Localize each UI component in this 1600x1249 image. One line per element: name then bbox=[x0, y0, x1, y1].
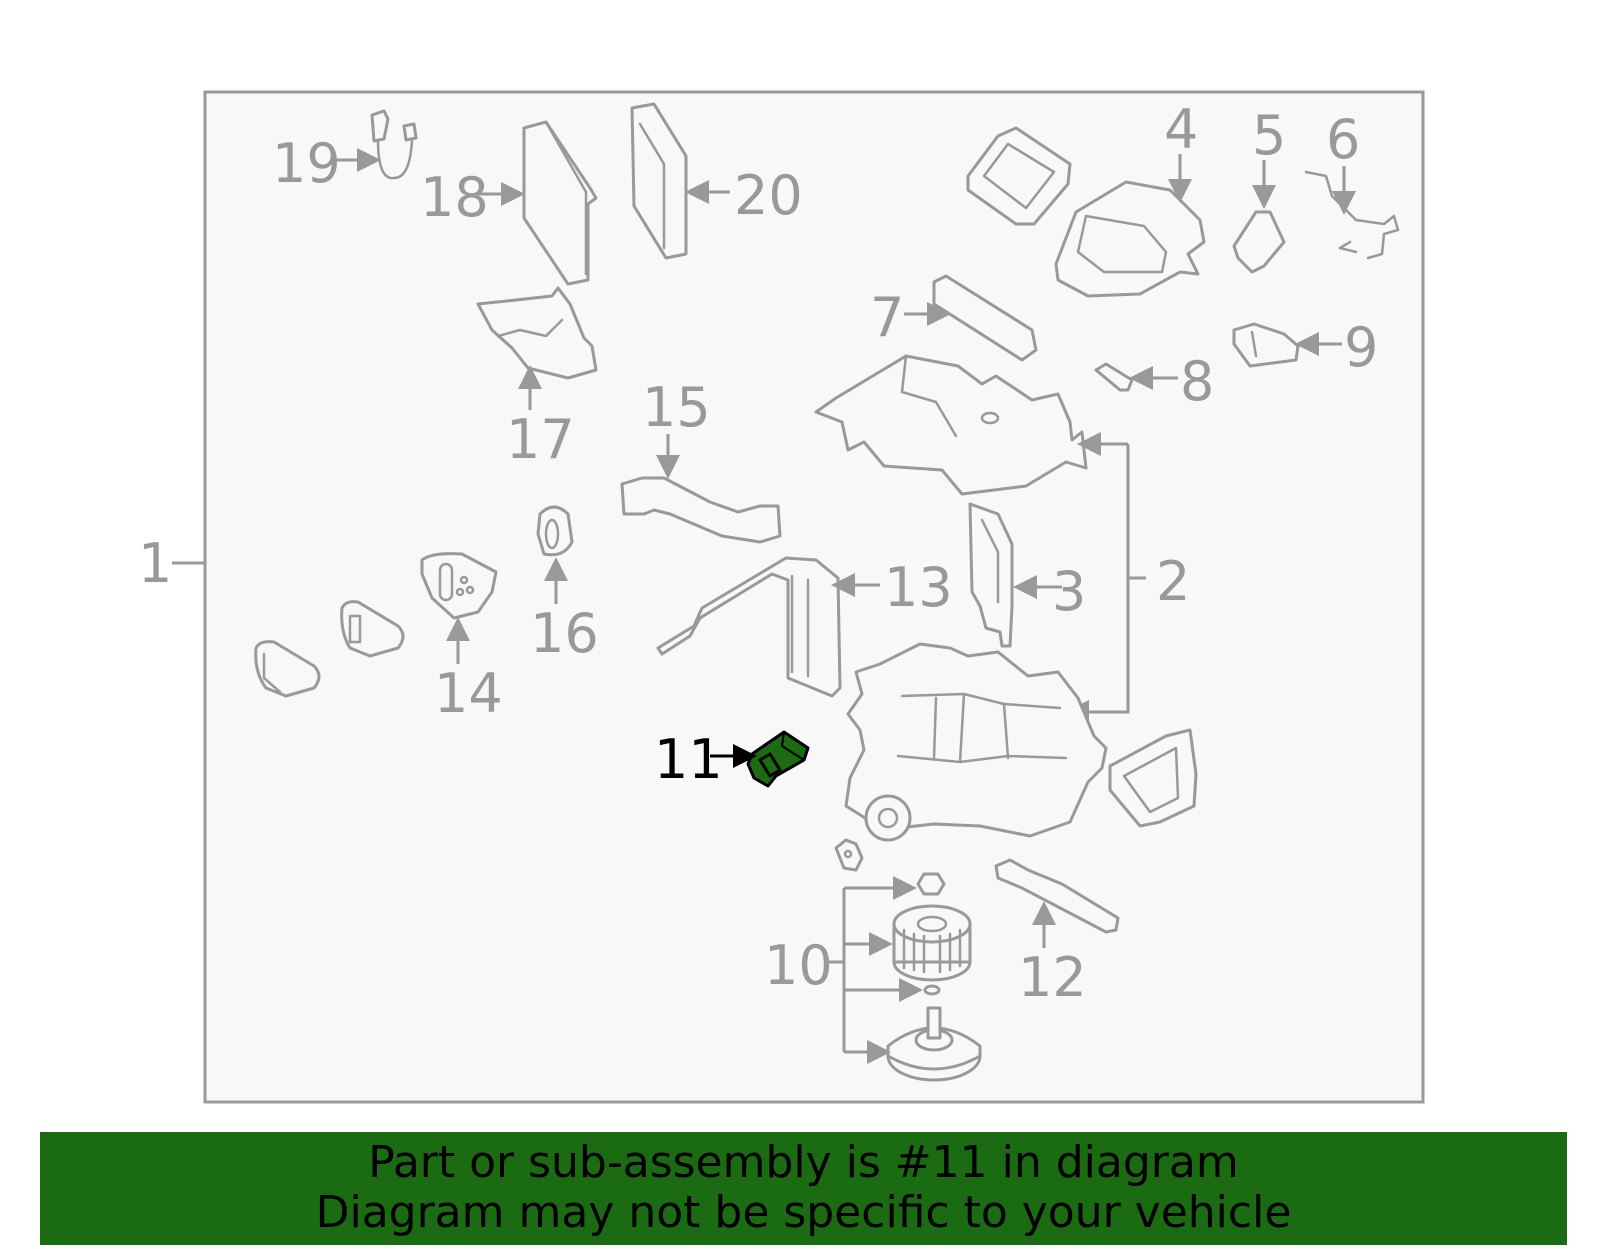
callout-13-label: 13 bbox=[884, 556, 953, 619]
callout-9: 9 bbox=[1295, 316, 1378, 379]
part-12-duct bbox=[994, 858, 1120, 934]
callout-20: 20 bbox=[685, 164, 803, 227]
banner-line-1: Part or sub-assembly is #11 in diagram bbox=[368, 1137, 1239, 1188]
part-10-washer bbox=[923, 984, 941, 996]
part-16-grommet bbox=[536, 505, 574, 557]
callout-6-label: 6 bbox=[1326, 108, 1360, 171]
part-2-plug bbox=[834, 838, 864, 872]
part-15-pipe bbox=[620, 476, 782, 544]
callout-5-label: 5 bbox=[1252, 104, 1286, 167]
callout-18-label: 18 bbox=[420, 166, 489, 229]
callout-3: 3 bbox=[1013, 560, 1086, 623]
part-14-seal-b bbox=[254, 640, 321, 698]
callout-10: 10 bbox=[764, 876, 923, 1064]
part-6-harness bbox=[1304, 170, 1400, 260]
callout-16-label: 16 bbox=[530, 602, 599, 665]
callout-12: 12 bbox=[1018, 901, 1087, 1009]
callout-2-label: 2 bbox=[1156, 550, 1190, 613]
callout-8: 8 bbox=[1129, 350, 1214, 413]
part-20-filter bbox=[630, 102, 688, 260]
callout-13: 13 bbox=[831, 556, 953, 619]
callout-7-label: 7 bbox=[870, 286, 904, 349]
callout-2: 2 bbox=[1065, 432, 1190, 724]
callout-11-label: 11 bbox=[654, 728, 723, 791]
callout-15: 15 bbox=[642, 376, 711, 479]
part-18-heater-core bbox=[522, 120, 598, 286]
callout-7: 7 bbox=[870, 286, 951, 349]
part-10-motor bbox=[886, 1006, 982, 1082]
callout-5: 5 bbox=[1252, 104, 1286, 209]
callout-15-label: 15 bbox=[642, 376, 711, 439]
part-10-fan bbox=[892, 904, 972, 982]
part-11-resistor bbox=[746, 730, 810, 788]
callout-1-label: 1 bbox=[138, 532, 172, 595]
part-13-evaporator bbox=[656, 556, 842, 698]
callout-14-label: 14 bbox=[434, 662, 503, 725]
part-4-seal bbox=[966, 126, 1072, 226]
part-2-lower-case bbox=[844, 642, 1108, 842]
part-14-seal-a bbox=[340, 600, 405, 658]
callout-16: 16 bbox=[530, 557, 599, 665]
part-14-cover bbox=[420, 552, 498, 620]
part-19-connector bbox=[370, 109, 418, 180]
part-3-bracket bbox=[968, 502, 1014, 648]
part-2-side-seal bbox=[1108, 728, 1198, 828]
callout-1: 1 bbox=[138, 532, 205, 595]
callout-4: 4 bbox=[1164, 98, 1198, 203]
part-5-sensor bbox=[1232, 210, 1286, 274]
callout-8-label: 8 bbox=[1180, 350, 1214, 413]
callout-3-label: 3 bbox=[1052, 560, 1086, 623]
callout-10-label: 10 bbox=[764, 934, 833, 997]
callout-12-label: 12 bbox=[1018, 946, 1087, 1009]
part-17-duct bbox=[476, 286, 598, 380]
callout-17: 17 bbox=[506, 365, 575, 471]
callout-19-label: 19 bbox=[272, 132, 341, 195]
callout-6: 6 bbox=[1326, 108, 1360, 215]
part-4-intake bbox=[1054, 180, 1206, 298]
info-banner: Part or sub-assembly is #11 in diagram D… bbox=[40, 1132, 1567, 1245]
callout-14: 14 bbox=[434, 617, 503, 725]
callout-4-label: 4 bbox=[1164, 98, 1198, 161]
callout-20-label: 20 bbox=[734, 164, 803, 227]
callout-19: 19 bbox=[272, 132, 381, 195]
callout-17-label: 17 bbox=[506, 408, 575, 471]
callout-9-label: 9 bbox=[1344, 316, 1378, 379]
callout-18: 18 bbox=[420, 166, 525, 229]
banner-line-2: Diagram may not be specific to your vehi… bbox=[315, 1187, 1292, 1238]
callout-11[interactable]: 11 bbox=[654, 728, 757, 791]
part-10-nut bbox=[916, 872, 946, 896]
